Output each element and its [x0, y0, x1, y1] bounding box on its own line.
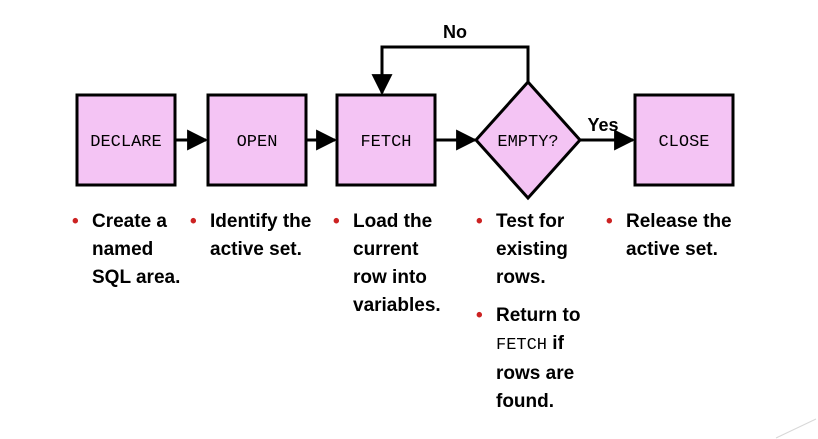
empty-description: Test for existing rows. Return to FETCH … [476, 208, 601, 416]
declare-description: Create a named SQL area. [72, 208, 197, 292]
fetch-desc-line-2: current [353, 239, 419, 260]
open-desc-line-2: active set. [210, 239, 302, 260]
empty-decision-diamond [473, 79, 583, 201]
declare-desc-line-1: Create a [92, 211, 167, 232]
open-description: Identify the active set. [190, 208, 330, 264]
declare-label: DECLARE [90, 133, 161, 152]
empty-desc-line-2: existing [496, 239, 568, 260]
empty-return-if: if [552, 333, 564, 354]
fetch-desc-line-3: row into [353, 267, 427, 288]
close-bullet: Release the active set. [606, 208, 756, 264]
empty-return-line-3: rows are [496, 363, 575, 384]
open-bullet: Identify the active set. [190, 208, 330, 264]
close-desc-line-2: active set. [626, 239, 718, 260]
open-desc-line-1: Identify the [210, 211, 312, 232]
no-loop-arrow [371, 45, 530, 96]
open-label: OPEN [237, 133, 278, 152]
declare-desc-line-2: named [92, 239, 154, 260]
corner-decoration [775, 418, 817, 439]
declare-desc-line-3: SQL area. [92, 267, 181, 288]
close-box [633, 93, 735, 187]
fetch-description: Load the current row into variables. [333, 208, 458, 320]
yes-label: Yes [587, 115, 618, 135]
empty-bullet-return: Return to FETCH if rows are found. [476, 302, 601, 416]
fetch-code-keyword: FETCH [496, 336, 548, 355]
no-label: No [443, 22, 467, 42]
empty-return-line-4: found. [496, 391, 555, 412]
fetch-desc-line-4: variables. [353, 295, 441, 316]
fetch-bullet: Load the current row into variables. [333, 208, 458, 320]
empty-desc-line-3: rows. [496, 267, 546, 288]
empty-bullet-test: Test for existing rows. [476, 208, 601, 292]
fetch-desc-line-1: Load the [353, 211, 433, 232]
empty-return-line-2: FETCH if [496, 330, 601, 360]
fetch-label: FETCH [360, 133, 411, 152]
declare-bullet: Create a named SQL area. [72, 208, 197, 292]
close-description: Release the active set. [606, 208, 756, 264]
empty-desc-line-1: Test for [496, 211, 565, 232]
empty-return-line-1: Return to [496, 305, 581, 326]
close-desc-line-1: Release the [626, 211, 732, 232]
open-box [206, 93, 308, 187]
close-label: CLOSE [658, 133, 709, 152]
empty-label: EMPTY? [497, 133, 558, 152]
